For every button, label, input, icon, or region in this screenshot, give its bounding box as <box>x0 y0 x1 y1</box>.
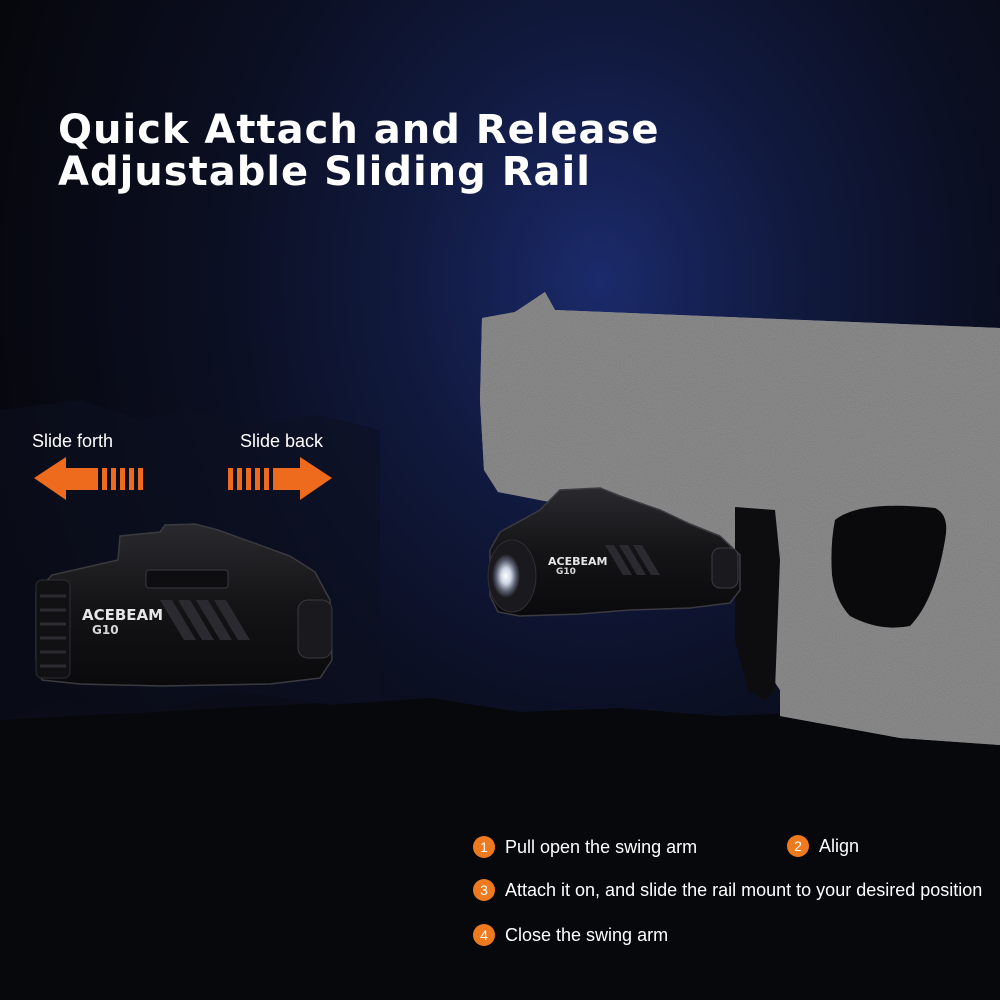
slide-back-arrow-icon <box>228 457 332 500</box>
slide-forth-label: Slide forth <box>32 431 114 451</box>
model-label-large: G10 <box>92 623 119 637</box>
step-text: Close the swing arm <box>505 924 669 945</box>
step-text: Attach it on, and slide the rail mount t… <box>505 879 983 900</box>
step-2: 2 Align <box>787 835 859 857</box>
step-4: 4 Close the swing arm <box>473 924 668 946</box>
model-label-small: G10 <box>556 567 576 577</box>
step-number-badge: 4 <box>473 924 495 946</box>
step-1: 1 Pull open the swing arm <box>473 836 697 858</box>
slide-back-label: Slide back <box>240 431 324 451</box>
step-number-badge: 3 <box>473 879 495 901</box>
pistol-silhouette <box>480 292 1000 745</box>
headline-line-1: Quick Attach and Release <box>58 107 660 153</box>
brand-logo-large: ACEBEAM <box>82 606 164 624</box>
brand-logo-small: ACEBEAM <box>548 555 608 568</box>
step-text: Align <box>819 835 860 856</box>
weapon-light-mounted <box>487 487 741 617</box>
step-3: 3 Attach it on, and slide the rail mount… <box>473 879 982 901</box>
step-text: Pull open the swing arm <box>505 836 698 857</box>
weapon-light-large <box>35 523 333 687</box>
rock-foreground <box>0 690 1000 1000</box>
slide-forth-arrow-icon <box>34 457 143 500</box>
step-number-badge: 2 <box>787 835 809 857</box>
step-number-badge: 1 <box>473 836 495 858</box>
headline-line-2: Adjustable Sliding Rail <box>58 149 591 195</box>
